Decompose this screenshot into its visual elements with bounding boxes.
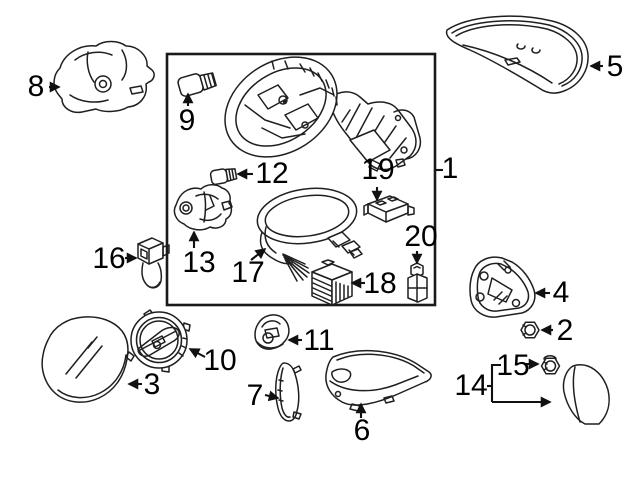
- part-7-trim-strip: [275, 362, 302, 422]
- part-2-nut: [520, 321, 540, 339]
- part-8-actuator-housing: [53, 40, 155, 114]
- callout-label-18[interactable]: 18: [363, 267, 397, 300]
- callout-label-10[interactable]: 10: [203, 344, 237, 377]
- part-11-bracket-small: [254, 314, 290, 350]
- callout-label-2[interactable]: 2: [556, 314, 574, 347]
- part-20-relay: [407, 262, 428, 303]
- callout-label-5[interactable]: 5: [606, 50, 624, 83]
- callout-label-15[interactable]: 15: [496, 349, 530, 382]
- callout-arrow-17: [250, 247, 267, 261]
- part-17-wire-harness: [256, 187, 363, 282]
- part-10-motor-ring: [125, 309, 191, 373]
- callout-label-14[interactable]: 14: [454, 369, 488, 402]
- callout-label-1[interactable]: 1: [441, 152, 459, 185]
- callout-label-11[interactable]: 11: [303, 324, 335, 357]
- callout-label-8[interactable]: 8: [27, 70, 45, 103]
- callout-label-7[interactable]: 7: [246, 379, 264, 412]
- callout-label-9[interactable]: 9: [178, 104, 196, 137]
- part-14-sail-panel: [562, 364, 610, 425]
- part-12-clip: [209, 168, 238, 186]
- part-4-mounting-plate: [469, 256, 536, 318]
- part-19-module: [363, 195, 415, 223]
- callout-label-12[interactable]: 12: [255, 157, 289, 190]
- part-6-sail-gasket: [325, 349, 432, 412]
- callout-label-16[interactable]: 16: [92, 242, 126, 275]
- callout-label-19[interactable]: 19: [361, 153, 395, 186]
- part-16-sensor: [137, 237, 170, 289]
- assembly-boundary-box: [165, 52, 443, 307]
- callout-label-13[interactable]: 13: [182, 246, 216, 279]
- callout-bracket-14: [487, 363, 552, 408]
- callout-label-20[interactable]: 20: [404, 220, 438, 253]
- callout-label-4[interactable]: 4: [552, 276, 570, 309]
- part-15-nut: [540, 355, 561, 375]
- part-1-mirror-assembly: [224, 56, 422, 172]
- part-18-connector: [311, 259, 353, 306]
- part-3-mirror-glass: [41, 316, 129, 403]
- callout-arrow-10: [188, 348, 206, 359]
- callout-label-3[interactable]: 3: [143, 368, 161, 401]
- part-5-mirror-cap: [445, 15, 589, 94]
- callout-arrows: [49, 60, 603, 418]
- callout-label-17[interactable]: 17: [231, 256, 265, 289]
- part-9-plug: [177, 72, 217, 97]
- part-13-bracket: [173, 184, 233, 231]
- callout-arrow-7: [264, 390, 280, 402]
- callout-label-6[interactable]: 6: [353, 414, 371, 447]
